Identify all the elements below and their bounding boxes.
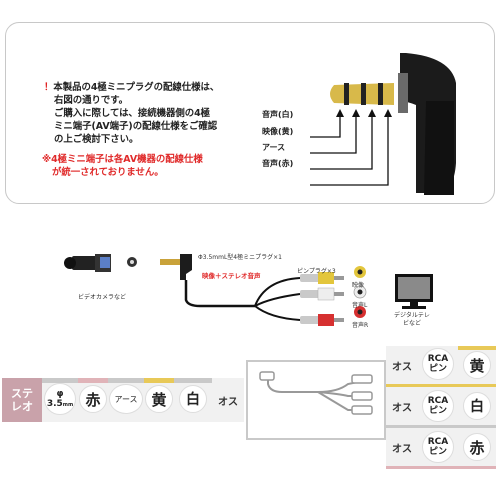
yellow-circle: 黄	[145, 385, 173, 413]
connection-diagram	[64, 254, 433, 326]
signal-label: 映像＋ステレオ音声	[202, 272, 261, 280]
notice-line: ご購入に際しては、接続機器側の4極	[54, 108, 211, 119]
notice-text: ！本製品の4極ミニプラグの配線仕様は、 右図の通りです。 ご購入に際しては、接続…	[44, 81, 274, 146]
pin-arrows	[310, 115, 389, 186]
red-circle: 赤	[79, 385, 107, 413]
yellow-circle-row1: 黄	[463, 351, 491, 379]
l-plug-illustration	[310, 53, 456, 195]
notice-line: ミニ端子(AV端子)の配線仕様をご確認	[54, 121, 218, 132]
notice-line: 本製品の4極ミニプラグの配線仕様は、	[53, 82, 220, 93]
earth-circle: アース	[109, 384, 143, 414]
white-circle: 白	[179, 385, 207, 413]
plug-label-earth: アース	[262, 143, 286, 152]
male-label-left: オス	[212, 378, 244, 422]
jack-label-audio-r: 音声R	[352, 322, 369, 329]
rca-circle-row1: RCA ピン	[422, 348, 454, 380]
rca-circle-row2: RCA ピン	[422, 390, 454, 422]
warning-line: ※4極ミニ端子は各AV機器の配線仕様	[42, 154, 203, 165]
rca-circle-row3: RCA ピン	[422, 431, 454, 463]
rca-plug-red	[300, 314, 344, 326]
male-label-row2: オス	[386, 387, 418, 425]
tv-label: デジタルテレビなど	[394, 312, 430, 327]
stereo-badge: ステ レオ	[2, 378, 42, 422]
jack-label-audio-l: 音声L	[352, 302, 368, 309]
camera-label: ビデオカメラなど	[78, 294, 127, 301]
cable-outline-icon	[259, 371, 373, 415]
jack-label-video: 映像	[352, 282, 365, 289]
white-circle-row2: 白	[463, 392, 491, 420]
plug-label-audio-red: 音声(赤)	[262, 159, 294, 168]
warning-text: ※4極ミニ端子は各AV機器の配線仕様 が統一されておりません。	[42, 153, 203, 179]
camcorder-icon	[64, 254, 111, 272]
male-label-row3: オス	[386, 428, 418, 466]
warning-line: が統一されておりません。	[52, 167, 164, 178]
diameter-circle: φ 3.5mm	[44, 383, 76, 415]
male-label-row1: オス	[386, 346, 418, 384]
spec-notice-card: ！本製品の4極ミニプラグの配線仕様は、 右図の通りです。 ご購入に際しては、接続…	[5, 22, 495, 204]
mini-plug-label: Φ3.5mmL型4極ミニプラグ×1	[198, 254, 282, 261]
notice-line: 右図の通りです。	[54, 95, 129, 106]
rca-plug-yellow	[300, 272, 344, 284]
notice-line: の上ご検討下さい。	[54, 134, 139, 145]
notice-mark: ！	[44, 82, 54, 93]
tv-icon	[395, 274, 433, 309]
rca-plug-white	[300, 287, 344, 301]
cable-illustration-box	[246, 360, 386, 440]
plug-label-video-yellow: 映像(黄)	[262, 127, 294, 136]
pin-plug-label: ピンプラグ×3	[297, 268, 336, 275]
plug-label-audio-white: 音声(白)	[262, 110, 294, 119]
mini-plug-icon	[180, 254, 192, 280]
red-circle-row3: 赤	[463, 433, 491, 461]
